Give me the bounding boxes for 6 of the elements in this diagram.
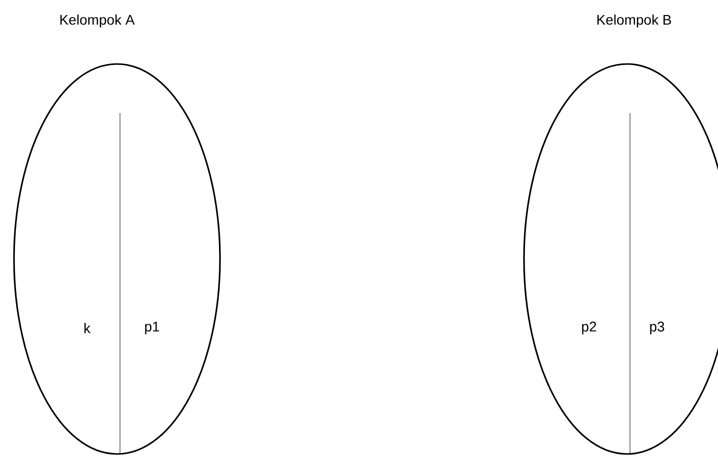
group-label: p1	[145, 322, 160, 334]
group-label: p3	[650, 322, 664, 334]
heading: Kelompok A	[60, 14, 135, 28]
group-label: k	[84, 322, 91, 334]
group-label: p2	[582, 322, 596, 334]
heading: Kelompok B	[597, 14, 671, 28]
